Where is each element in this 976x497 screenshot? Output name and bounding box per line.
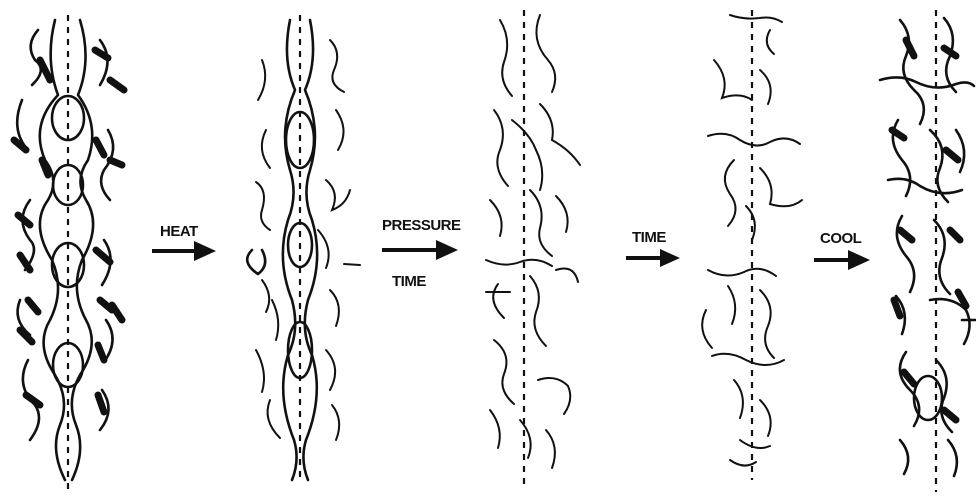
arrow-right-icon — [814, 250, 870, 270]
heat-step: HEAT — [152, 223, 216, 261]
step-label-pressure: PRESSURE — [382, 217, 461, 234]
step-label-cool: COOL — [820, 230, 862, 247]
stage-5-cooled — [880, 10, 976, 492]
stage-4-healed — [702, 10, 802, 480]
step-label-time: TIME — [632, 229, 666, 246]
arrow-right-icon — [382, 240, 458, 260]
stage-2-heated — [247, 15, 360, 480]
cool-step: COOL — [814, 230, 870, 270]
time-step: TIME — [626, 229, 680, 267]
stage-3-diffusion — [486, 10, 580, 485]
step-sublabel-time: TIME — [392, 273, 426, 290]
arrow-right-icon — [152, 241, 216, 261]
pressure-step: PRESSURE TIME — [382, 217, 461, 290]
arrow-right-icon — [626, 249, 680, 267]
step-label-heat: HEAT — [160, 223, 198, 240]
stage-1-initial-contact — [14, 15, 124, 490]
